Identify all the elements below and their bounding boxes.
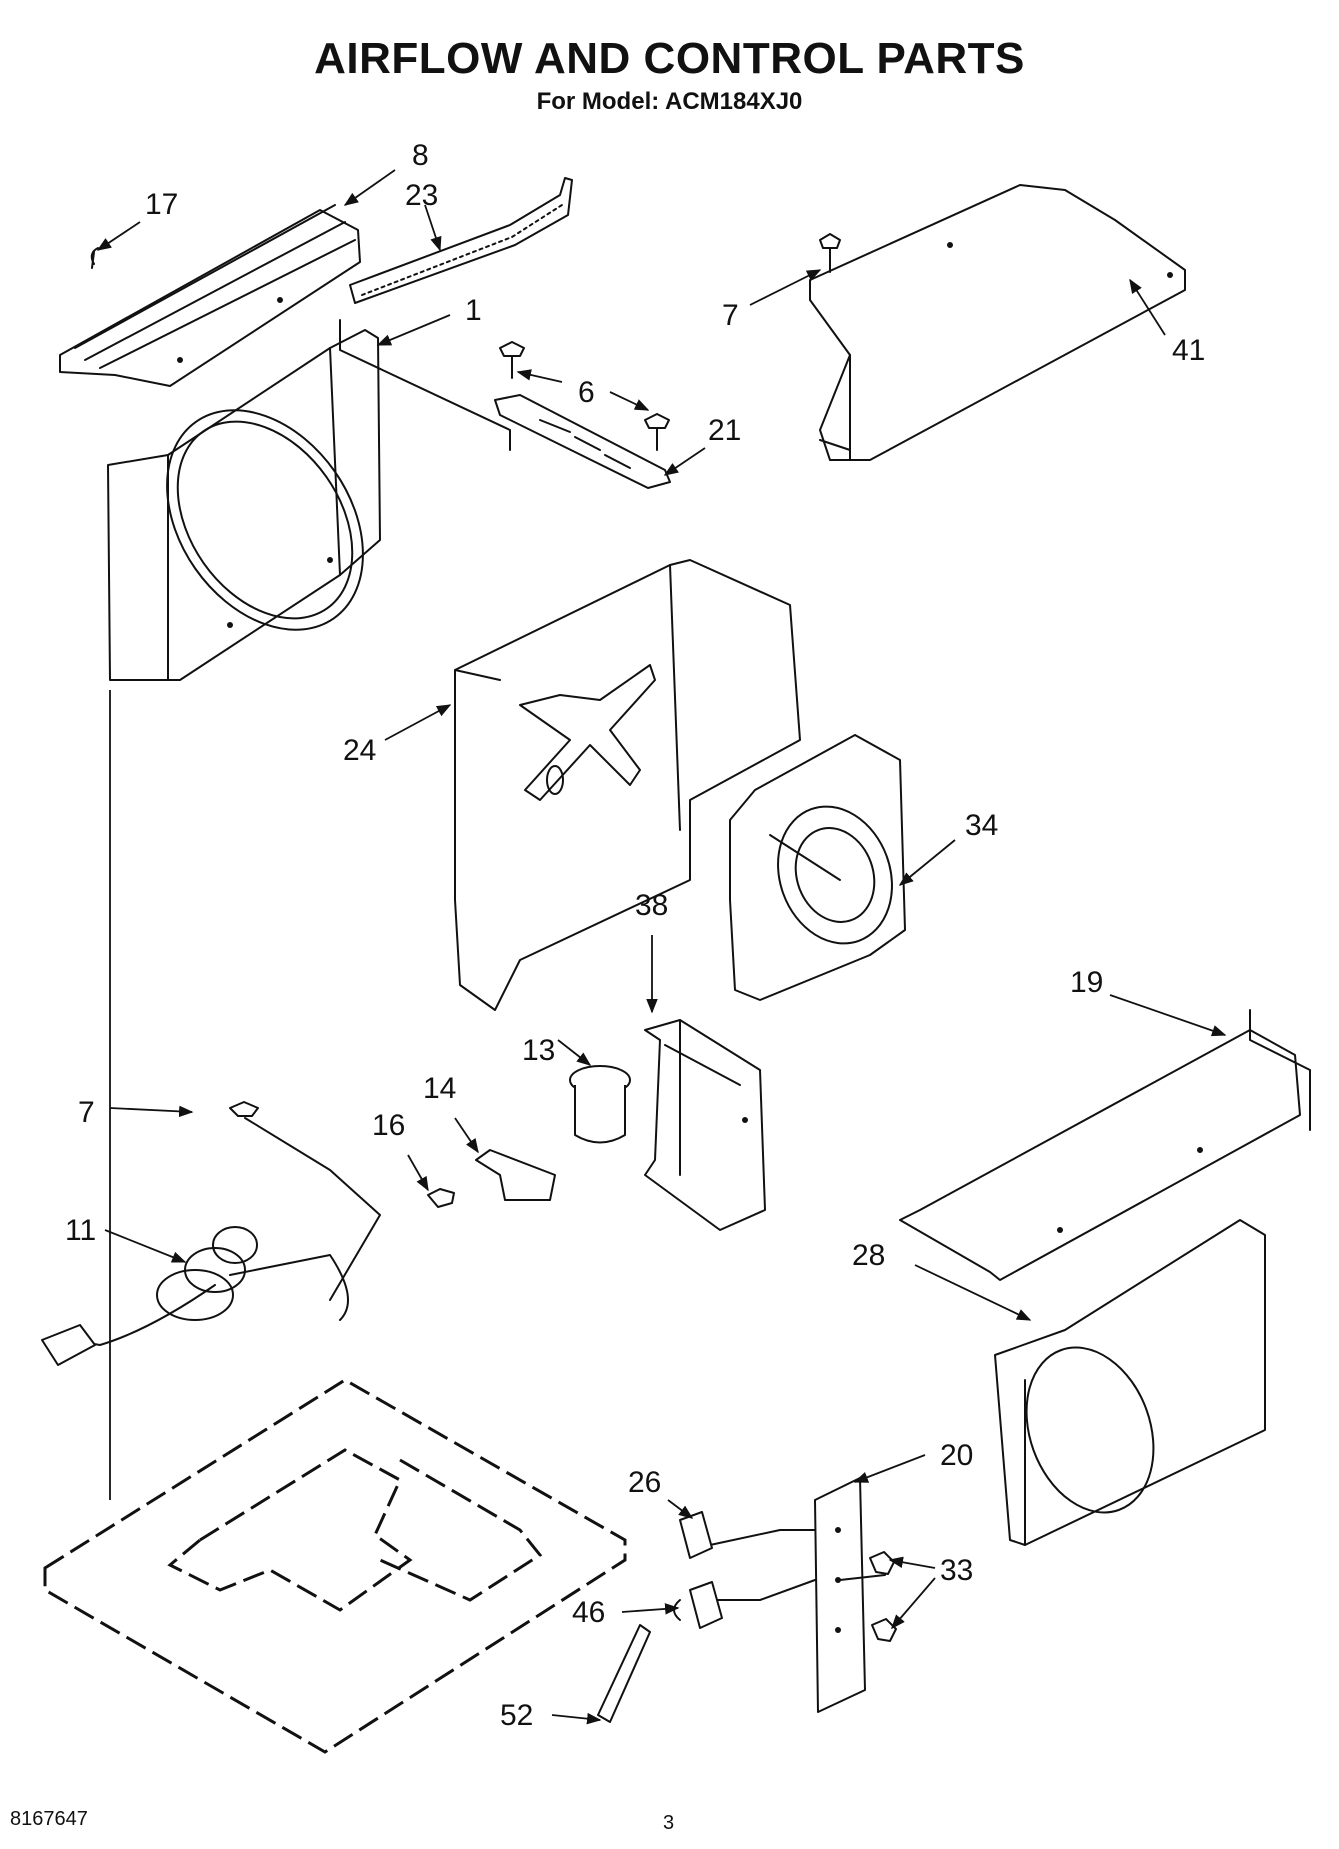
callout-34: 34 bbox=[965, 809, 998, 842]
part-16-screw bbox=[427, 1188, 455, 1208]
part-26-switch bbox=[679, 1511, 713, 1559]
callout-8: 8 bbox=[412, 139, 429, 172]
part-38-control-box bbox=[644, 1019, 766, 1231]
callout-23: 23 bbox=[405, 179, 438, 212]
callout-1: 1 bbox=[465, 294, 482, 327]
callout-46: 46 bbox=[572, 1596, 605, 1629]
model-subtitle: For Model: ACM184XJ0 bbox=[536, 88, 803, 115]
part-11-power-cord bbox=[41, 1101, 381, 1366]
callout-7-cord: 7 bbox=[78, 1096, 95, 1129]
part-23-seal-strip bbox=[349, 177, 573, 304]
page-number: 3 bbox=[663, 1812, 675, 1834]
part-21-bracket bbox=[494, 394, 671, 489]
part-41-top-cover bbox=[809, 184, 1186, 461]
part-19-deck bbox=[899, 1009, 1311, 1281]
part-52-drain-tube bbox=[597, 1624, 651, 1723]
part-13-capacitor bbox=[569, 1065, 631, 1144]
callout-26: 26 bbox=[628, 1466, 661, 1499]
callout-38: 38 bbox=[635, 889, 668, 922]
part-14-capacitor-strap bbox=[475, 1149, 556, 1201]
part-1-condenser-shroud bbox=[107, 319, 511, 681]
callout-41: 41 bbox=[1172, 334, 1205, 367]
base-pan-reference bbox=[43, 1378, 627, 1754]
callout-24: 24 bbox=[343, 734, 376, 767]
part-24-partition bbox=[454, 559, 801, 1011]
part-28-condenser-panel bbox=[994, 1219, 1266, 1546]
part-34-blower-scroll bbox=[729, 734, 906, 1001]
callout-19: 19 bbox=[1070, 966, 1103, 999]
callout-labels: 8 17 23 1 6 21 7 41 24 34 38 19 7 13 14 … bbox=[65, 139, 1205, 1732]
callout-13: 13 bbox=[522, 1034, 555, 1067]
callout-21: 21 bbox=[708, 414, 741, 447]
callout-7-top: 7 bbox=[722, 299, 739, 332]
document-number: 8167647 bbox=[10, 1808, 88, 1830]
part-20-control-bracket bbox=[709, 1477, 886, 1713]
part-33-screws bbox=[869, 1551, 897, 1642]
callout-33: 33 bbox=[940, 1554, 973, 1587]
callout-17: 17 bbox=[145, 188, 178, 221]
callout-20: 20 bbox=[940, 1439, 973, 1472]
page-title: AIRFLOW AND CONTROL PARTS bbox=[314, 34, 1025, 83]
callout-52: 52 bbox=[500, 1699, 533, 1732]
part-46-thermostat bbox=[673, 1581, 723, 1629]
callout-16: 16 bbox=[372, 1109, 405, 1142]
part-7-screw-top bbox=[819, 233, 841, 273]
part-17-clip bbox=[90, 247, 99, 269]
callout-11: 11 bbox=[65, 1214, 96, 1247]
callout-14: 14 bbox=[423, 1072, 456, 1105]
callout-6: 6 bbox=[578, 376, 595, 409]
part-6-screws bbox=[499, 341, 670, 451]
part-8-top-panel bbox=[59, 204, 361, 387]
callout-28: 28 bbox=[852, 1239, 885, 1272]
